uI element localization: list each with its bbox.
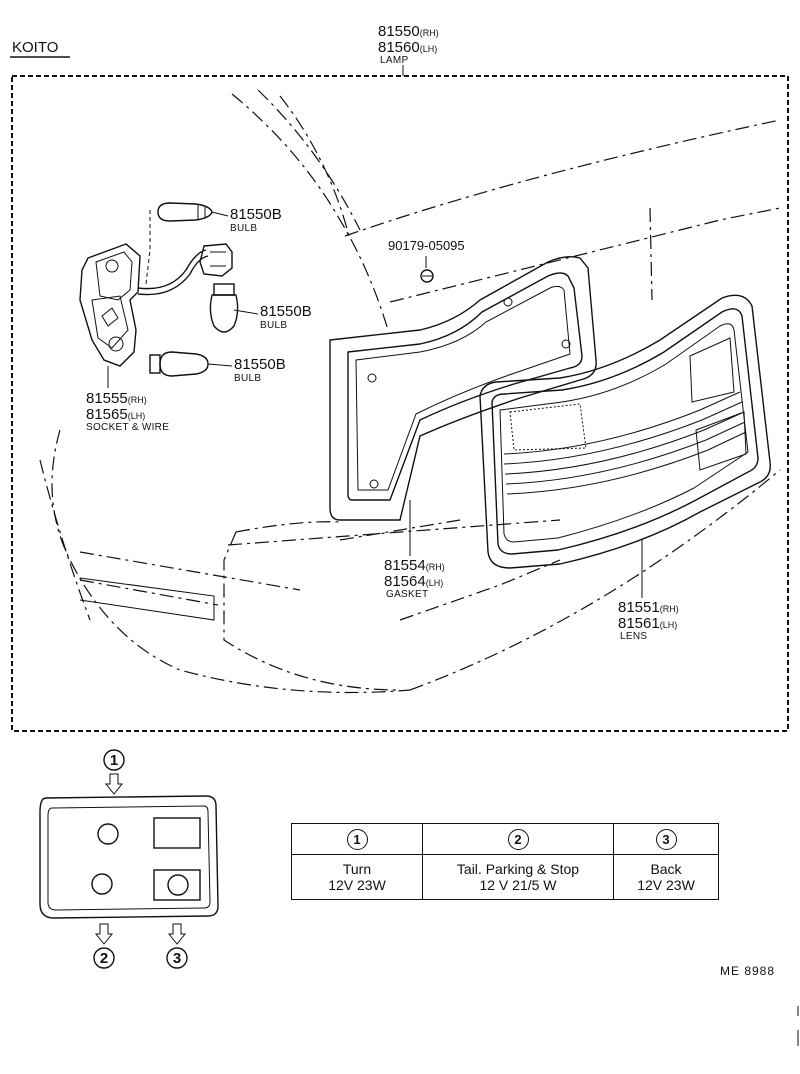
bulb-middle [209, 283, 259, 333]
bulb-col-1-spec: Turn 12V 23W [291, 854, 423, 900]
svg-text:81560(LH): 81560(LH) [378, 39, 437, 56]
car-body-outline [39, 89, 781, 694]
bulb-col-3-spec: Back 12V 23W [613, 854, 719, 900]
reflector-strip [79, 577, 215, 621]
svg-text:LAMP: LAMP [380, 55, 408, 66]
svg-text:3: 3 [173, 950, 181, 967]
socket-caption: SOCKET & WIRE [86, 422, 169, 433]
bulb-position-legend: 1 2 3 [39, 749, 219, 969]
gasket-lh-number: 81564(LH) [384, 573, 443, 590]
socket-and-wire [79, 210, 233, 388]
arrow-down-icon [104, 773, 124, 795]
bulb-middle-number: 81550B [260, 303, 312, 320]
gasket-rh-number: 81554(RH) [384, 557, 445, 574]
screw-icon [420, 256, 434, 283]
maker-label: KOITO [12, 39, 58, 56]
bulb-col-1-marker: 1 [291, 823, 423, 855]
lens-caption: LENS [620, 631, 647, 642]
arrow-down-icon [94, 923, 114, 945]
bulb-upper [157, 202, 229, 222]
assembly-boundary [11, 75, 789, 732]
bulb-lower [149, 351, 233, 377]
bulb-col-3-marker: 3 [613, 823, 719, 855]
screw-number: 90179-05095 [388, 238, 465, 253]
gasket [329, 255, 597, 556]
svg-text:2: 2 [100, 950, 108, 967]
bulb-spec-table: 1 2 3 Turn 12V 23W Tail. Parking & Stop … [291, 823, 719, 900]
bulb-spec-header-row: 1 2 3 [291, 823, 719, 855]
socket-rh-number: 81555(RH) [86, 390, 147, 407]
lens [479, 294, 771, 598]
bulb-lower-number: 81550B [234, 356, 286, 373]
illustration-code: ME 8988 [720, 964, 776, 978]
bulb-upper-caption: BULB [230, 223, 257, 234]
lens-lh-number: 81561(LH) [618, 615, 677, 632]
gasket-caption: GASKET [386, 589, 428, 600]
socket-lh-number: 81565(LH) [86, 406, 145, 423]
bulb-col-2-marker: 2 [422, 823, 614, 855]
bulb-lower-caption: BULB [234, 373, 261, 384]
bulb-upper-number: 81550B [230, 206, 282, 223]
arrow-down-icon [167, 923, 187, 945]
svg-text:81550(RH): 81550(RH) [378, 23, 439, 40]
svg-text:1: 1 [110, 752, 118, 769]
bulb-spec-body-row: Turn 12V 23W Tail. Parking & Stop 12 V 2… [291, 854, 719, 900]
lamp-callout: 81550(RH) 81560(LH) LAMP [378, 23, 439, 76]
lens-rh-number: 81551(RH) [618, 599, 679, 616]
bulb-col-2-spec: Tail. Parking & Stop 12 V 21/5 W [422, 854, 614, 900]
bulb-middle-caption: BULB [260, 320, 287, 331]
